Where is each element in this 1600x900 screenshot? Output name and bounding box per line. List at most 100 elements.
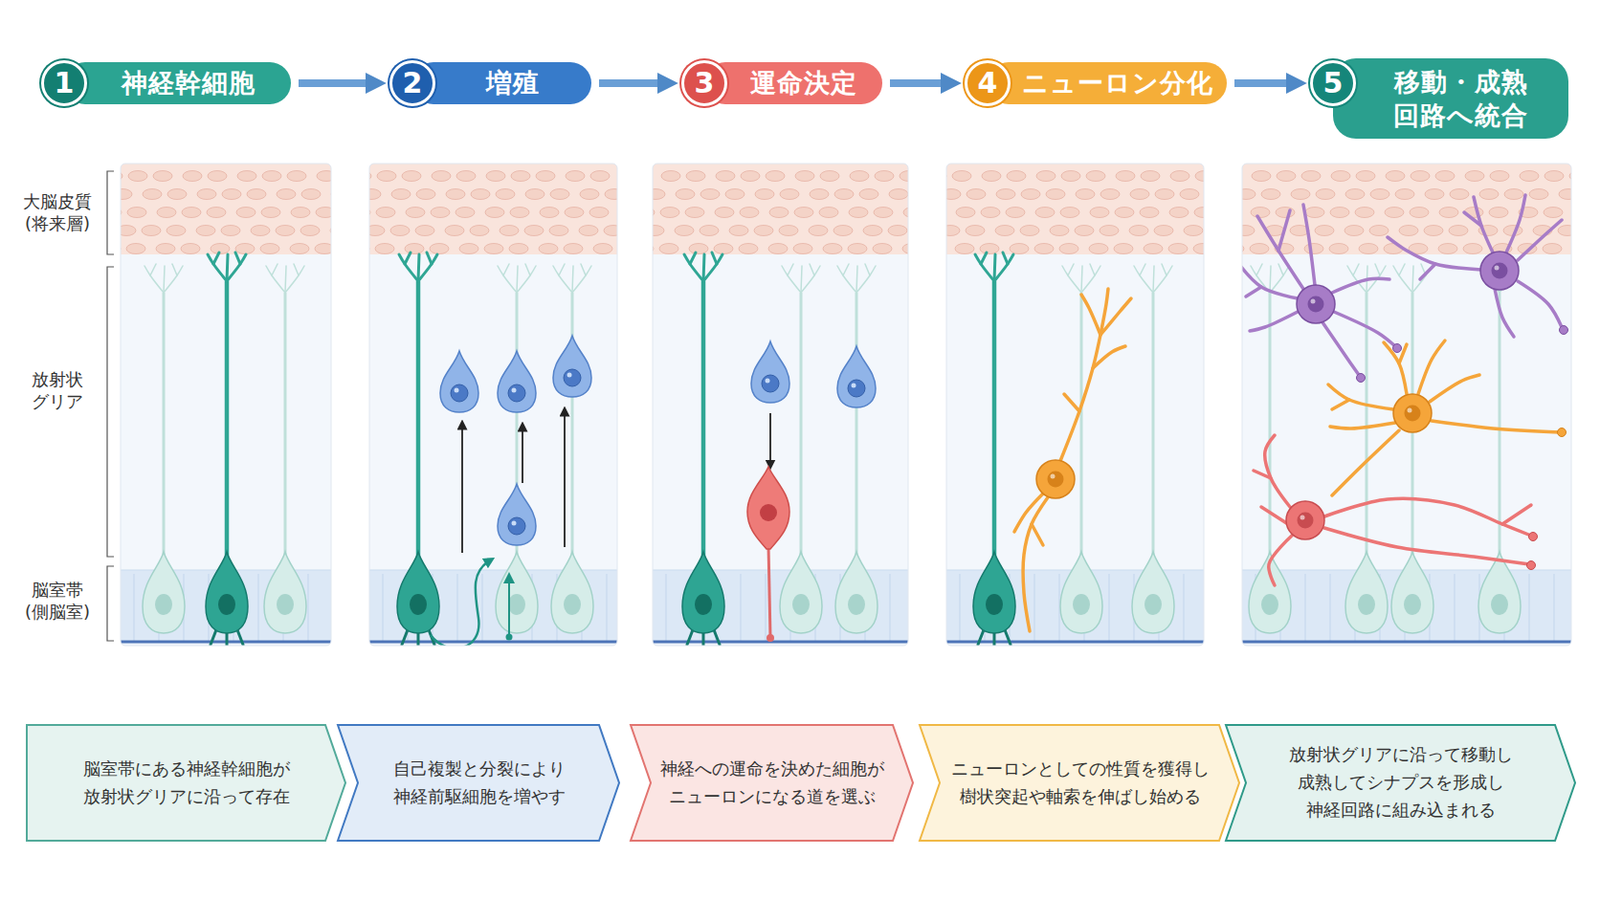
glia-nucleus	[563, 594, 581, 616]
cortex-cell	[769, 207, 789, 219]
cortex-cell	[1385, 171, 1405, 182]
cortex-cell	[1438, 244, 1458, 255]
cortex-cell	[965, 225, 985, 237]
cortex-cell	[1250, 207, 1270, 219]
step-description-text: 自己複製と分裂により 神経前駆細胞を増やす	[392, 755, 567, 812]
step-arrow	[1234, 79, 1299, 88]
glia-body	[1345, 552, 1388, 634]
glia-branch	[800, 266, 802, 293]
synapse-bouton	[1559, 326, 1569, 335]
cortex-cell	[1384, 207, 1404, 219]
cortex-cell	[375, 244, 395, 255]
ventricle-surface	[1242, 641, 1572, 645]
neuron-nucleus	[1404, 405, 1422, 423]
glia-branch	[1278, 264, 1284, 276]
cortex-cell	[1449, 189, 1469, 200]
cortex-cell	[603, 225, 618, 237]
cortex-cell	[1355, 207, 1375, 219]
neurite	[1502, 505, 1532, 525]
cortex-cell	[237, 171, 257, 182]
glia-branch	[1153, 266, 1155, 293]
chevron-outline	[26, 725, 346, 842]
cortex-cell	[415, 225, 435, 237]
neurite	[1506, 195, 1526, 253]
nucleus-highlight	[567, 373, 573, 378]
progenitor-body	[751, 341, 790, 403]
vz-cell-wall	[889, 574, 891, 644]
fate-arrow	[769, 413, 772, 466]
glia-body	[1132, 552, 1175, 634]
cortex-cell	[1251, 171, 1271, 182]
cortex-cell	[652, 225, 665, 237]
glia-branch	[994, 254, 996, 282]
glia-branch	[781, 266, 801, 293]
cortex-cell	[1448, 225, 1468, 237]
glia-body	[495, 552, 538, 634]
progenitor-body	[837, 346, 876, 408]
cortex-cell	[1519, 171, 1539, 182]
cortex-cell	[484, 244, 504, 255]
glia-nucleus	[409, 594, 427, 616]
cortex-cell	[979, 244, 1000, 255]
step-description: 放射状グリアに沿って移動し 成熟してシナプスを形成し 神経回路に組み込まれる	[1224, 724, 1577, 843]
cortex-cell	[955, 244, 975, 255]
step-label-pill: 神経幹細胞	[64, 62, 291, 104]
cortex-cell	[316, 171, 332, 182]
cortex-cell	[196, 225, 216, 237]
cortex-cell	[1504, 189, 1524, 200]
cortex-cell	[539, 207, 559, 219]
cortex-cell	[793, 244, 813, 255]
step-number: 3	[694, 68, 715, 98]
division-arrow	[521, 426, 524, 484]
glia-nucleus	[218, 594, 236, 616]
cortex-cell	[166, 225, 186, 237]
radial-glia-stem-cell	[973, 252, 1016, 646]
vz-cell-wall	[382, 574, 384, 644]
cortex-cell	[778, 225, 799, 237]
cortex-cell	[1114, 207, 1134, 219]
cortex-cell	[980, 207, 1000, 219]
step-label-pill: 増殖	[412, 62, 592, 104]
nucleus-highlight	[851, 383, 857, 389]
cortex-cell	[1139, 207, 1159, 219]
glia-branch	[285, 266, 287, 293]
cortex-cell	[1020, 225, 1040, 237]
cortex-cell	[1488, 207, 1509, 219]
step-description-text: 神経への運命を決めた細胞が ニューロンになる道を選ぶ	[660, 755, 887, 812]
glia-branch	[285, 266, 305, 293]
vz-cell-wall	[740, 574, 742, 644]
step-number-badge: 2	[389, 60, 436, 107]
glia-fiber	[1152, 292, 1156, 575]
cortex-cells	[120, 171, 332, 255]
neurite	[1431, 421, 1560, 433]
cortex-cell	[127, 207, 147, 219]
panel-frame	[120, 163, 332, 646]
cortex-cell	[1100, 189, 1120, 200]
division-origin	[506, 634, 513, 642]
cortex-cell	[834, 189, 854, 200]
cortex-cell	[1465, 171, 1485, 182]
cortex-cell	[550, 189, 570, 200]
vz-cell-wall	[765, 574, 767, 644]
cortex-cell	[499, 225, 519, 237]
cortex-cell	[955, 207, 976, 219]
cortex-cell	[848, 207, 868, 219]
cortex-cell	[485, 207, 505, 219]
cortex-cell	[206, 207, 226, 219]
panel-ground	[946, 163, 1204, 646]
neurite	[1333, 311, 1396, 347]
cortex-cell	[1423, 225, 1444, 237]
cortex-cell	[180, 244, 200, 255]
cortex-cell	[1045, 189, 1066, 200]
cortex-cell	[715, 171, 735, 182]
radial-glia	[551, 264, 594, 634]
nucleus-highlight	[1494, 266, 1500, 271]
vz-cell-wall	[666, 574, 667, 644]
cortex-cell	[391, 189, 411, 200]
cortex-cell	[510, 207, 530, 219]
cortex-cell	[794, 207, 814, 219]
radial-glia	[495, 264, 538, 634]
cortex-cell	[469, 225, 489, 237]
chevron-outline	[919, 725, 1240, 842]
glia-branch	[1256, 264, 1263, 276]
